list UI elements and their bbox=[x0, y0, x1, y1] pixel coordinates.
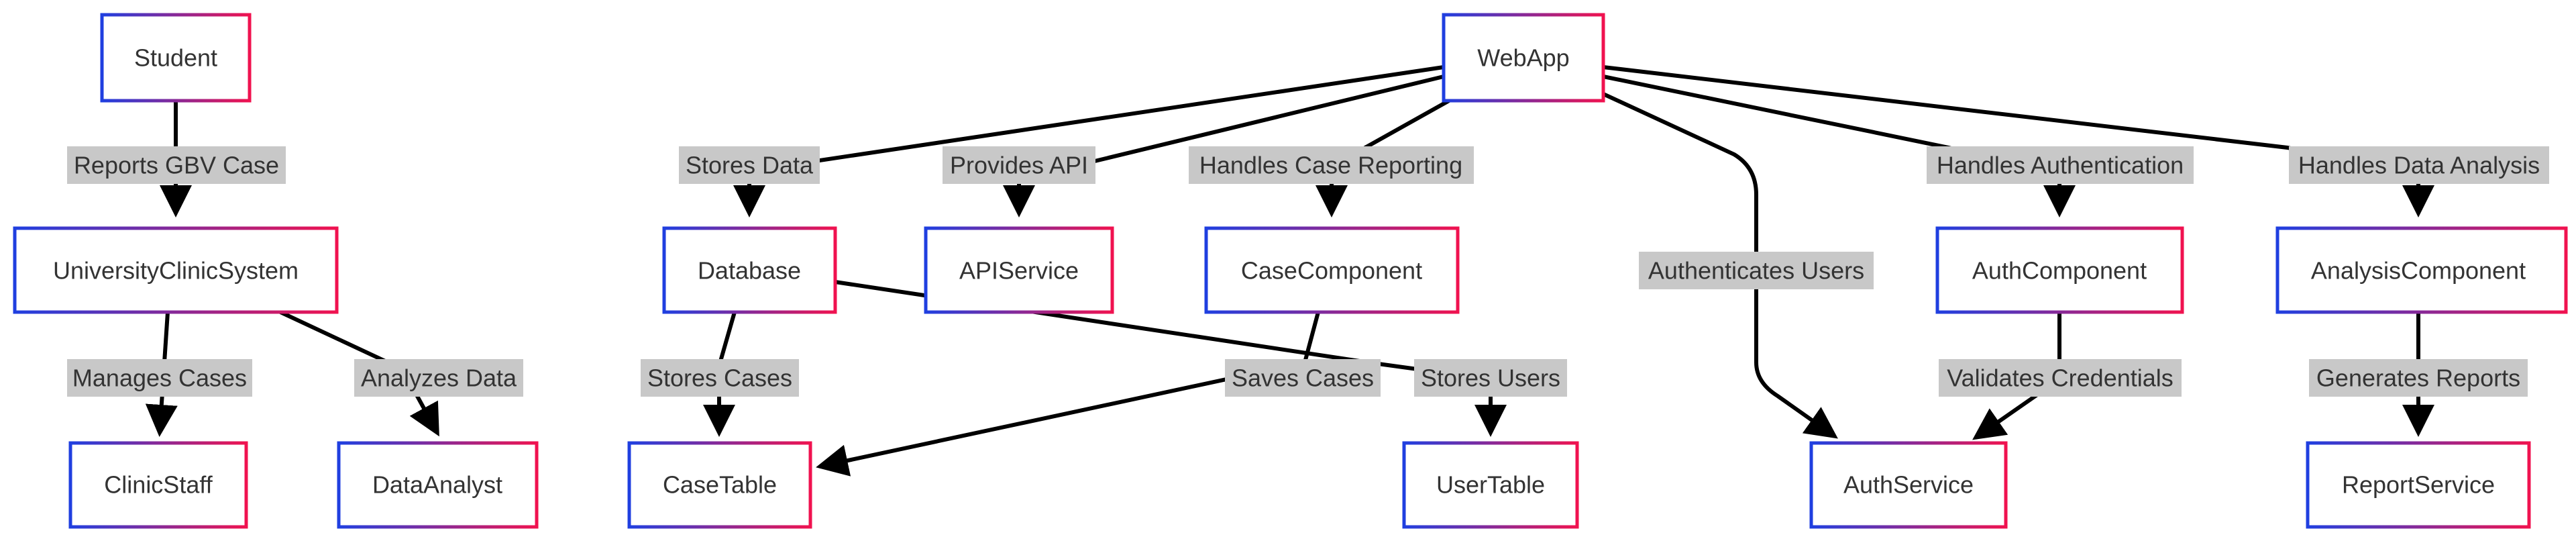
node-authcomponent-label: AuthComponent bbox=[1972, 257, 2147, 285]
node-dataanalyst[interactable]: DataAnalyst bbox=[337, 441, 539, 529]
node-webapp[interactable]: WebApp bbox=[1442, 13, 1605, 103]
node-authservice-label: AuthService bbox=[1843, 471, 1974, 499]
edge-label-text: Reports GBV Case bbox=[74, 152, 279, 179]
edge-label-text: Stores Users bbox=[1421, 364, 1560, 392]
edge-label-database-usertable: Stores Users bbox=[1414, 359, 1567, 397]
node-student[interactable]: Student bbox=[100, 13, 252, 103]
node-ucs[interactable]: UniversityClinicSystem bbox=[13, 226, 339, 314]
edge-label-webapp-casecomponent: Handles Case Reporting bbox=[1189, 146, 1474, 184]
node-analysiscomponent-label: AnalysisComponent bbox=[2311, 257, 2526, 285]
edge-label-text: Handles Case Reporting bbox=[1199, 152, 1462, 179]
node-casetable-label: CaseTable bbox=[663, 471, 777, 499]
edge-label-ucs-clinicstaff: Manages Cases bbox=[67, 359, 252, 397]
node-apiservice-label: APIService bbox=[959, 257, 1079, 285]
node-webapp-label: WebApp bbox=[1477, 44, 1569, 72]
labels-layer: Reports GBV Case Manages Cases Analyzes … bbox=[67, 146, 2549, 397]
edge-label-text: Provides API bbox=[950, 152, 1088, 179]
node-database[interactable]: Database bbox=[662, 226, 837, 314]
edge-label-authcomponent-authservice: Validates Credentials bbox=[1939, 359, 2182, 397]
node-ucs-label: UniversityClinicSystem bbox=[53, 257, 299, 285]
node-casecomponent[interactable]: CaseComponent bbox=[1204, 226, 1460, 314]
node-apiservice[interactable]: APIService bbox=[924, 226, 1114, 314]
node-reportservice-label: ReportService bbox=[2342, 471, 2495, 499]
edge-label-webapp-database: Stores Data bbox=[679, 146, 820, 184]
edge-webapp-database bbox=[733, 65, 1444, 217]
node-clinicstaff[interactable]: ClinicStaff bbox=[68, 441, 248, 529]
edge-label-webapp-authservice: Authenticates Users bbox=[1639, 252, 1874, 289]
edge-label-text: Stores Cases bbox=[647, 364, 792, 392]
edge-webapp-authcomponent bbox=[1603, 75, 2076, 217]
node-authcomponent[interactable]: AuthComponent bbox=[1935, 226, 2184, 314]
edge-label-text: Manages Cases bbox=[72, 364, 247, 392]
edge-label-text: Saves Cases bbox=[1232, 364, 1374, 392]
node-usertable[interactable]: UserTable bbox=[1402, 441, 1579, 529]
node-analysiscomponent[interactable]: AnalysisComponent bbox=[2275, 226, 2568, 314]
edge-label-student-ucs: Reports GBV Case bbox=[67, 146, 286, 184]
edge-label-database-casetable: Stores Cases bbox=[641, 359, 799, 397]
edge-webapp-analysiscomponent bbox=[1603, 65, 2434, 217]
edge-label-text: Validates Credentials bbox=[1947, 364, 2174, 392]
edge-label-text: Analyzes Data bbox=[361, 364, 517, 392]
node-student-label: Student bbox=[134, 44, 217, 72]
edge-label-text: Stores Data bbox=[686, 152, 814, 179]
node-clinicstaff-label: ClinicStaff bbox=[104, 471, 213, 499]
edge-label-webapp-authcomponent: Handles Authentication bbox=[1927, 146, 2194, 184]
nodes-layer: Student UniversityClinicSystem ClinicSta… bbox=[13, 13, 2568, 529]
node-reportservice[interactable]: ReportService bbox=[2306, 441, 2531, 529]
edge-label-text: Authenticates Users bbox=[1648, 257, 1864, 285]
edge-label-text: Handles Data Analysis bbox=[2298, 152, 2540, 179]
edge-label-casecomponent-casetable: Saves Cases bbox=[1225, 359, 1381, 397]
edge-label-analysiscomponent-reportservice: Generates Reports bbox=[2309, 359, 2528, 397]
node-database-label: Database bbox=[698, 257, 801, 285]
node-authservice[interactable]: AuthService bbox=[1809, 441, 2008, 529]
edge-label-text: Handles Authentication bbox=[1937, 152, 2184, 179]
node-casecomponent-label: CaseComponent bbox=[1241, 257, 1422, 285]
node-dataanalyst-label: DataAnalyst bbox=[372, 471, 502, 499]
node-usertable-label: UserTable bbox=[1436, 471, 1545, 499]
edge-label-webapp-analysiscomponent: Handles Data Analysis bbox=[2289, 146, 2549, 184]
node-casetable[interactable]: CaseTable bbox=[627, 441, 812, 529]
edge-label-ucs-dataanalyst: Analyzes Data bbox=[354, 359, 523, 397]
edge-label-webapp-apiservice: Provides API bbox=[943, 146, 1095, 184]
edge-label-text: Generates Reports bbox=[2316, 364, 2520, 392]
